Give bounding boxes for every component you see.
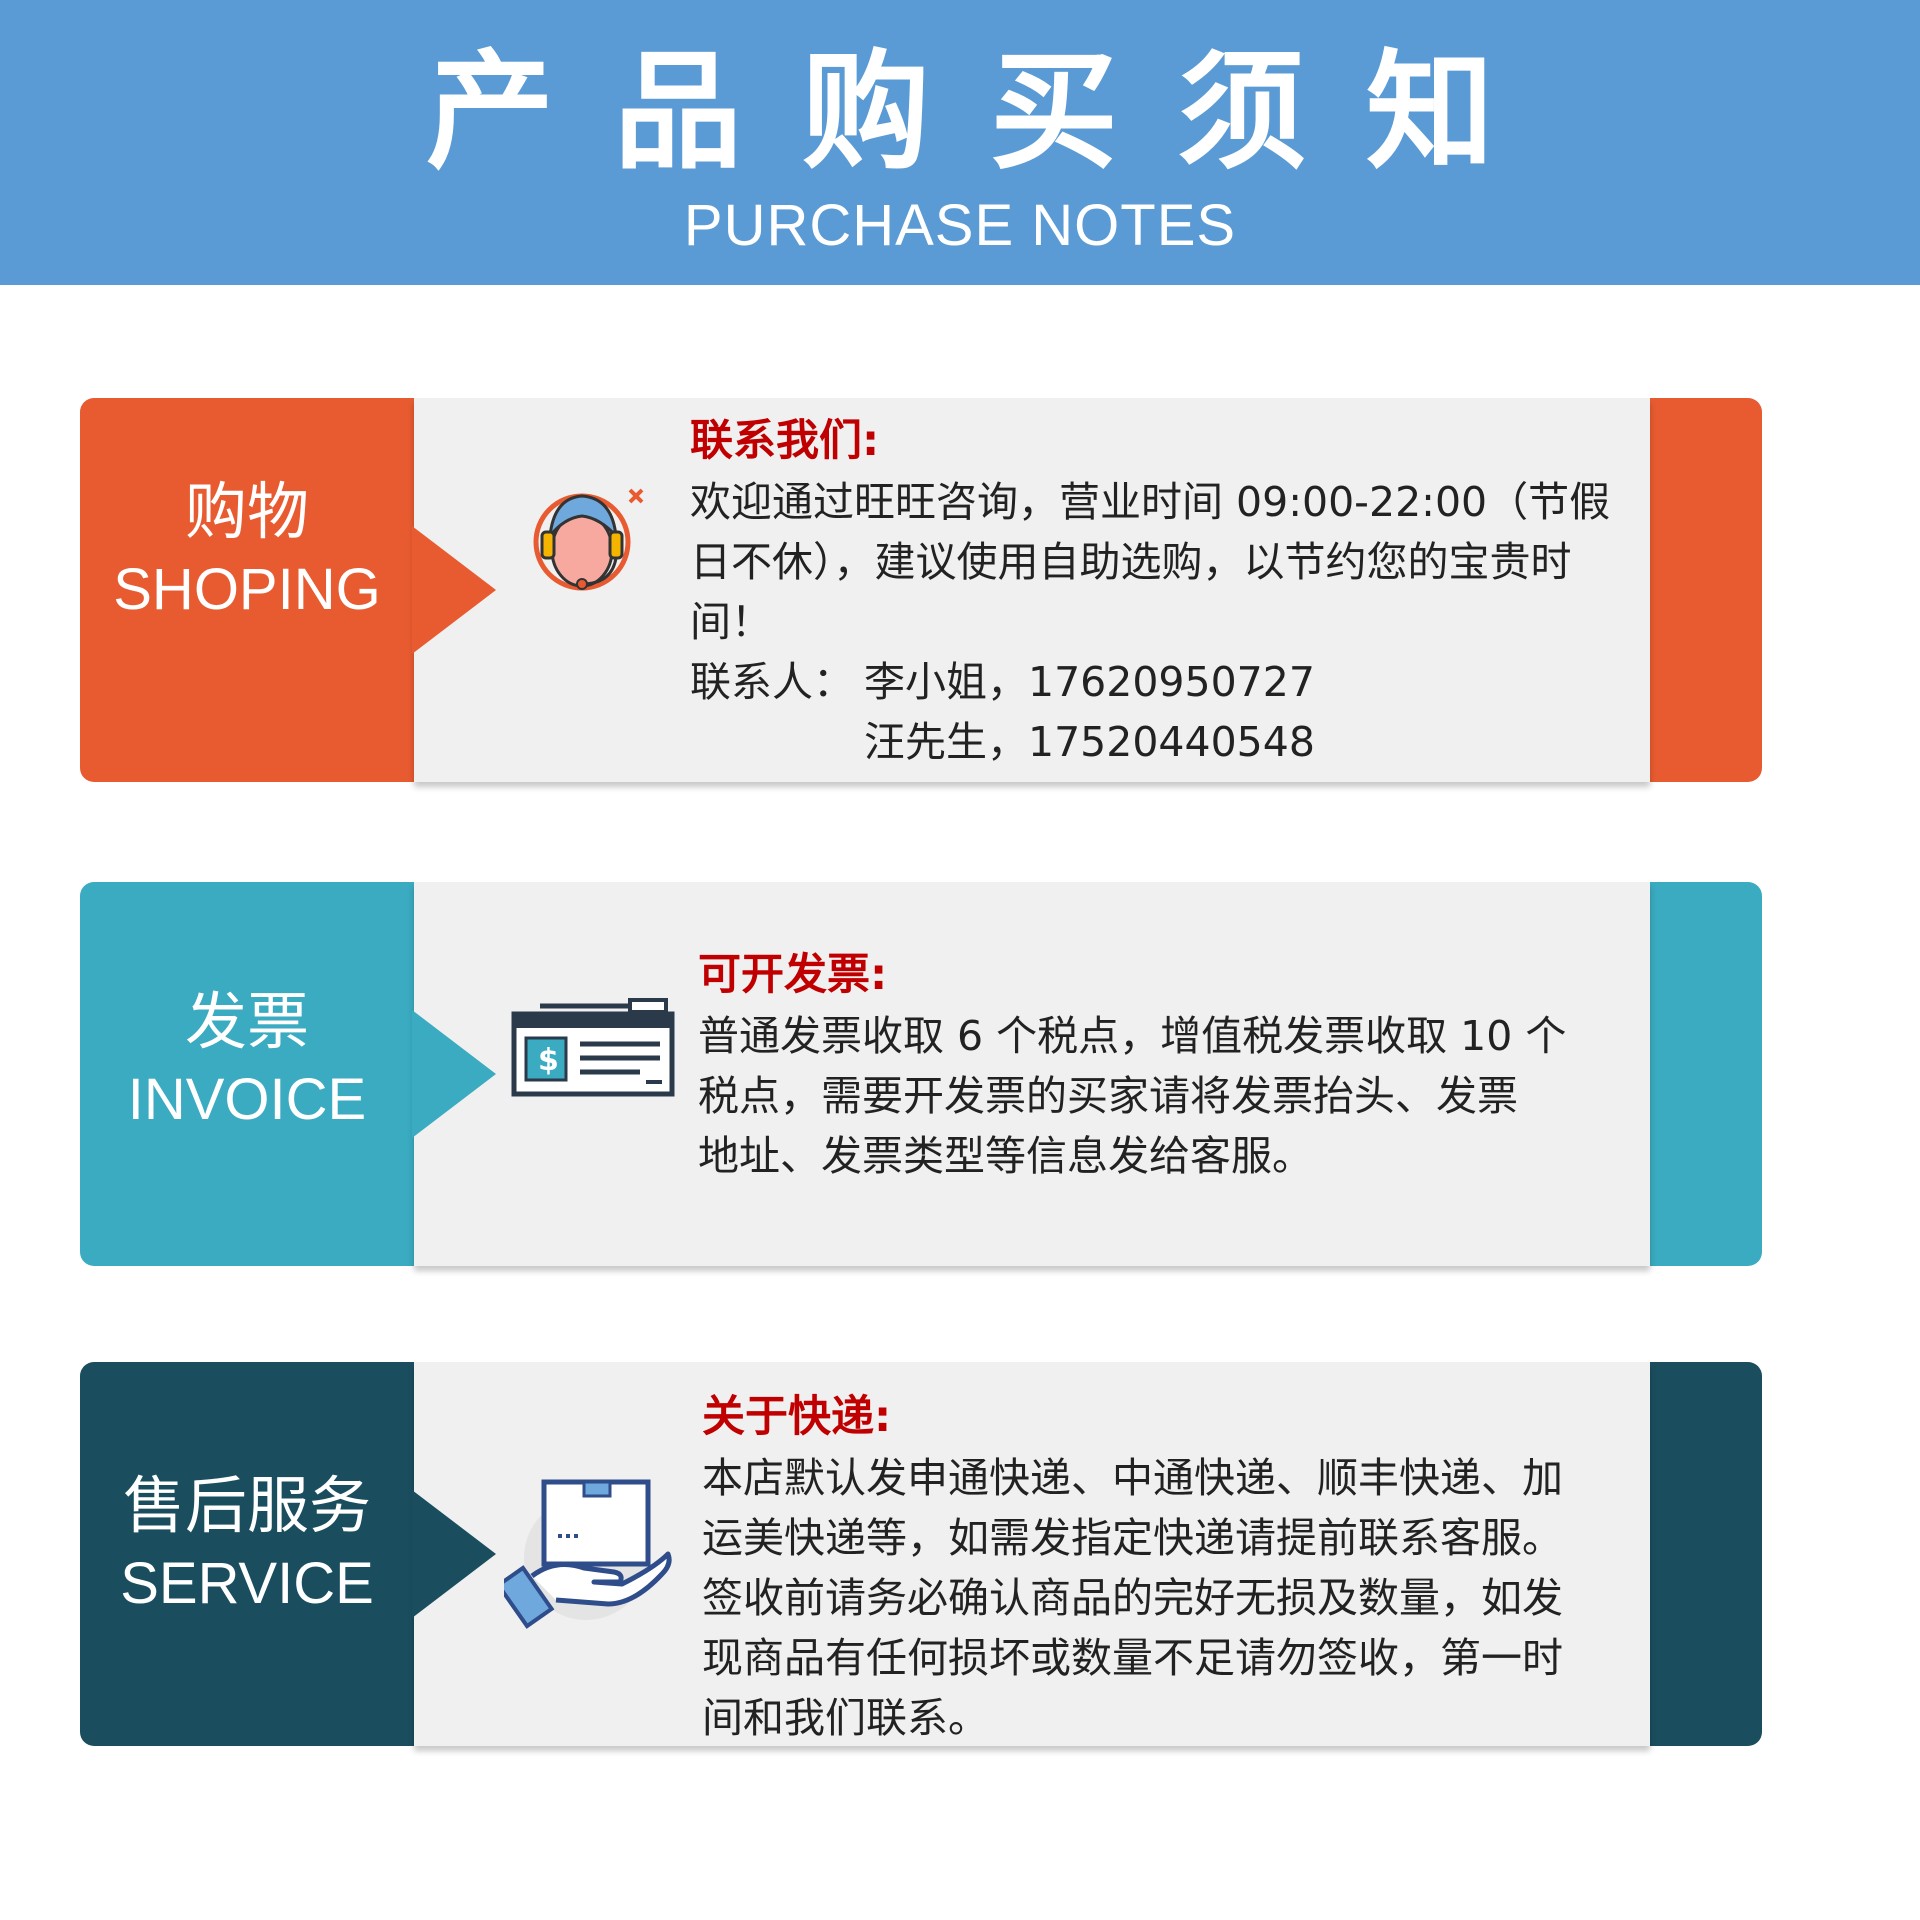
shopping-label-zh: 购物 bbox=[184, 475, 309, 548]
invoice-label: 发票 INVOICE bbox=[80, 982, 414, 1138]
svg-text:$: $ bbox=[538, 1043, 559, 1078]
service-card: 售后服务 SERVICE 关于快递: 本店默认发申通快递、中通快递、顺丰快递、加… bbox=[80, 1362, 1762, 1746]
invoice-line: 地址、发票类型等信息发给客服。 bbox=[698, 1132, 1313, 1180]
hand-holding-package-icon bbox=[495, 1472, 674, 1636]
shopping-text: 联系我们: 欢迎通过旺旺咨询，营业时间 09:00-22:00（节假 日不休），… bbox=[690, 410, 1730, 772]
contact-label: 联系人： bbox=[690, 658, 854, 706]
page-title: 产品购买须知 bbox=[425, 38, 1554, 187]
service-label-en: SERVICE bbox=[120, 1551, 374, 1616]
page-header: 产品购买须知 PURCHASE NOTES bbox=[0, 0, 1920, 285]
service-line: 运美快递等，如需发指定快递请提前联系客服。 bbox=[702, 1514, 1563, 1562]
customer-service-headset-icon bbox=[520, 470, 650, 624]
invoice-line: 税点，需要开发票的买家请将发票抬头、发票 bbox=[698, 1072, 1518, 1120]
shopping-label-en: SHOPING bbox=[113, 557, 381, 622]
service-label-zh: 售后服务 bbox=[122, 1469, 371, 1542]
shopping-heading: 联系我们: bbox=[690, 416, 880, 466]
check-invoice-icon: $ bbox=[510, 994, 680, 1108]
invoice-text: 可开发票: 普通发票收取 6 个税点，增值税发票收取 10 个 税点，需要开发票… bbox=[698, 944, 1698, 1186]
contact-row: 联系人： 李小姐，17620950727 bbox=[690, 652, 1730, 712]
invoice-card: 发票 INVOICE $ 可开发票: 普通发票收取 6 个税点，增值税发票收取 … bbox=[80, 882, 1762, 1266]
service-line: 本店默认发申通快递、中通快递、顺丰快递、加 bbox=[702, 1454, 1563, 1502]
contact-entry: 李小姐，17620950727 bbox=[864, 658, 1315, 706]
shopping-line: 欢迎通过旺旺咨询，营业时间 09:00-22:00（节假 bbox=[690, 478, 1611, 526]
service-heading: 关于快递: bbox=[702, 1392, 892, 1442]
shopping-line: 日不休），建议使用自助选购，以节约您的宝贵时 bbox=[690, 538, 1572, 586]
invoice-arrow bbox=[412, 1010, 496, 1138]
invoice-label-en: INVOICE bbox=[127, 1067, 367, 1132]
shopping-panel bbox=[414, 398, 1650, 782]
service-line: 间和我们联系。 bbox=[702, 1694, 989, 1742]
service-line: 现商品有任何损坏或数量不足请勿签收，第一时 bbox=[702, 1634, 1563, 1682]
service-text: 关于快递: 本店默认发申通快递、中通快递、顺丰快递、加 运美快递等，如需发指定快… bbox=[702, 1386, 1702, 1748]
service-label: 售后服务 SERVICE bbox=[80, 1466, 414, 1622]
shopping-label: 购物 SHOPING bbox=[80, 472, 414, 628]
contact-entry: 汪先生，17520440548 bbox=[864, 718, 1315, 766]
contact-row: 汪先生，17520440548 bbox=[690, 712, 1730, 772]
shopping-arrow bbox=[412, 526, 496, 654]
shopping-line: 间！ bbox=[690, 598, 772, 646]
invoice-label-zh: 发票 bbox=[184, 985, 309, 1058]
page-subtitle: PURCHASE NOTES bbox=[683, 193, 1237, 258]
shopping-card: 购物 SHOPING 联系我们: 欢迎通过旺旺咨询，营业时间 09:00-22:… bbox=[80, 398, 1762, 782]
invoice-heading: 可开发票: bbox=[698, 950, 888, 1000]
service-arrow bbox=[412, 1490, 496, 1618]
invoice-line: 普通发票收取 6 个税点，增值税发票收取 10 个 bbox=[698, 1012, 1567, 1060]
service-line: 签收前请务必确认商品的完好无损及数量，如发 bbox=[702, 1574, 1563, 1622]
